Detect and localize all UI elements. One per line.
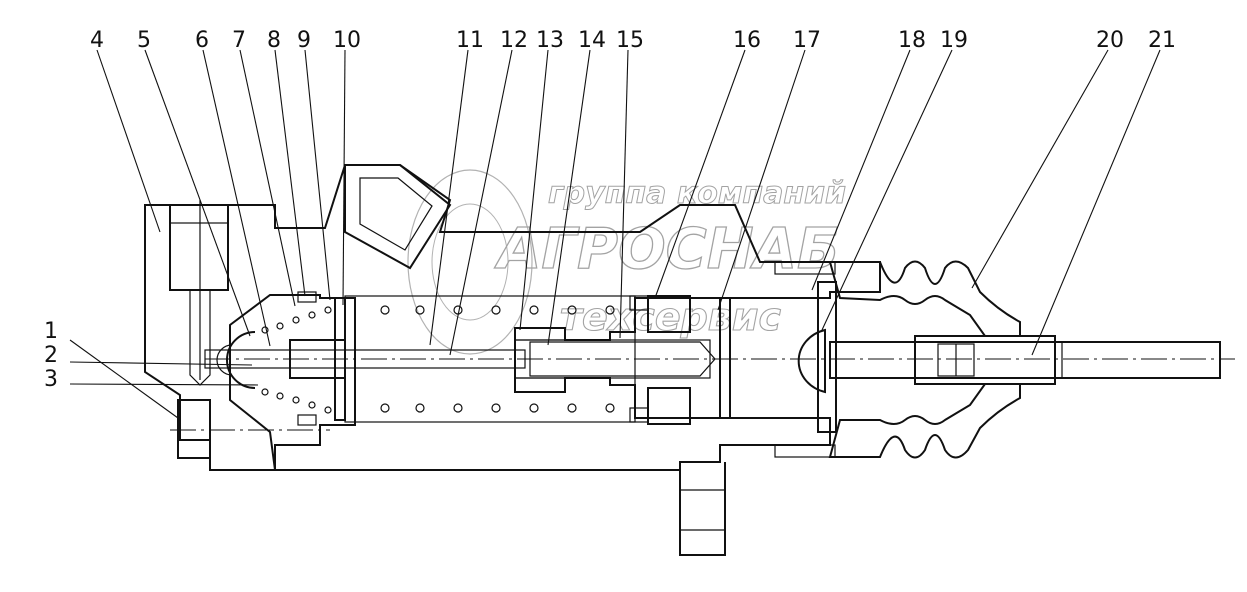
callout-18: 18 bbox=[898, 28, 926, 53]
callout-15: 15 bbox=[616, 28, 644, 53]
callout-3: 3 bbox=[44, 367, 58, 392]
callout-4: 4 bbox=[90, 28, 104, 53]
callout-2: 2 bbox=[44, 343, 58, 368]
callout-11: 11 bbox=[456, 28, 484, 53]
callout-14: 14 bbox=[578, 28, 606, 53]
rubber-boot bbox=[828, 260, 1021, 459]
watermark-line2: АГРОСНАБ bbox=[494, 217, 840, 282]
callout-5: 5 bbox=[137, 28, 151, 53]
callout-21: 21 bbox=[1148, 28, 1176, 53]
push-rod bbox=[829, 335, 1221, 385]
callout-6: 6 bbox=[195, 28, 209, 53]
callout-numbers: 1 2 3 4 5 6 7 8 9 10 11 12 13 14 15 16 1… bbox=[44, 28, 1176, 392]
callout-20: 20 bbox=[1096, 28, 1124, 53]
callout-10: 10 bbox=[333, 28, 361, 53]
leader-lines bbox=[69, 49, 1161, 419]
callout-17: 17 bbox=[793, 28, 821, 53]
callout-12: 12 bbox=[500, 28, 528, 53]
callout-1: 1 bbox=[44, 319, 58, 344]
callout-13: 13 bbox=[536, 28, 564, 53]
callout-9: 9 bbox=[297, 28, 311, 53]
callout-19: 19 bbox=[940, 28, 968, 53]
callout-7: 7 bbox=[232, 28, 246, 53]
callout-16: 16 bbox=[733, 28, 761, 53]
callout-8: 8 bbox=[267, 28, 281, 53]
